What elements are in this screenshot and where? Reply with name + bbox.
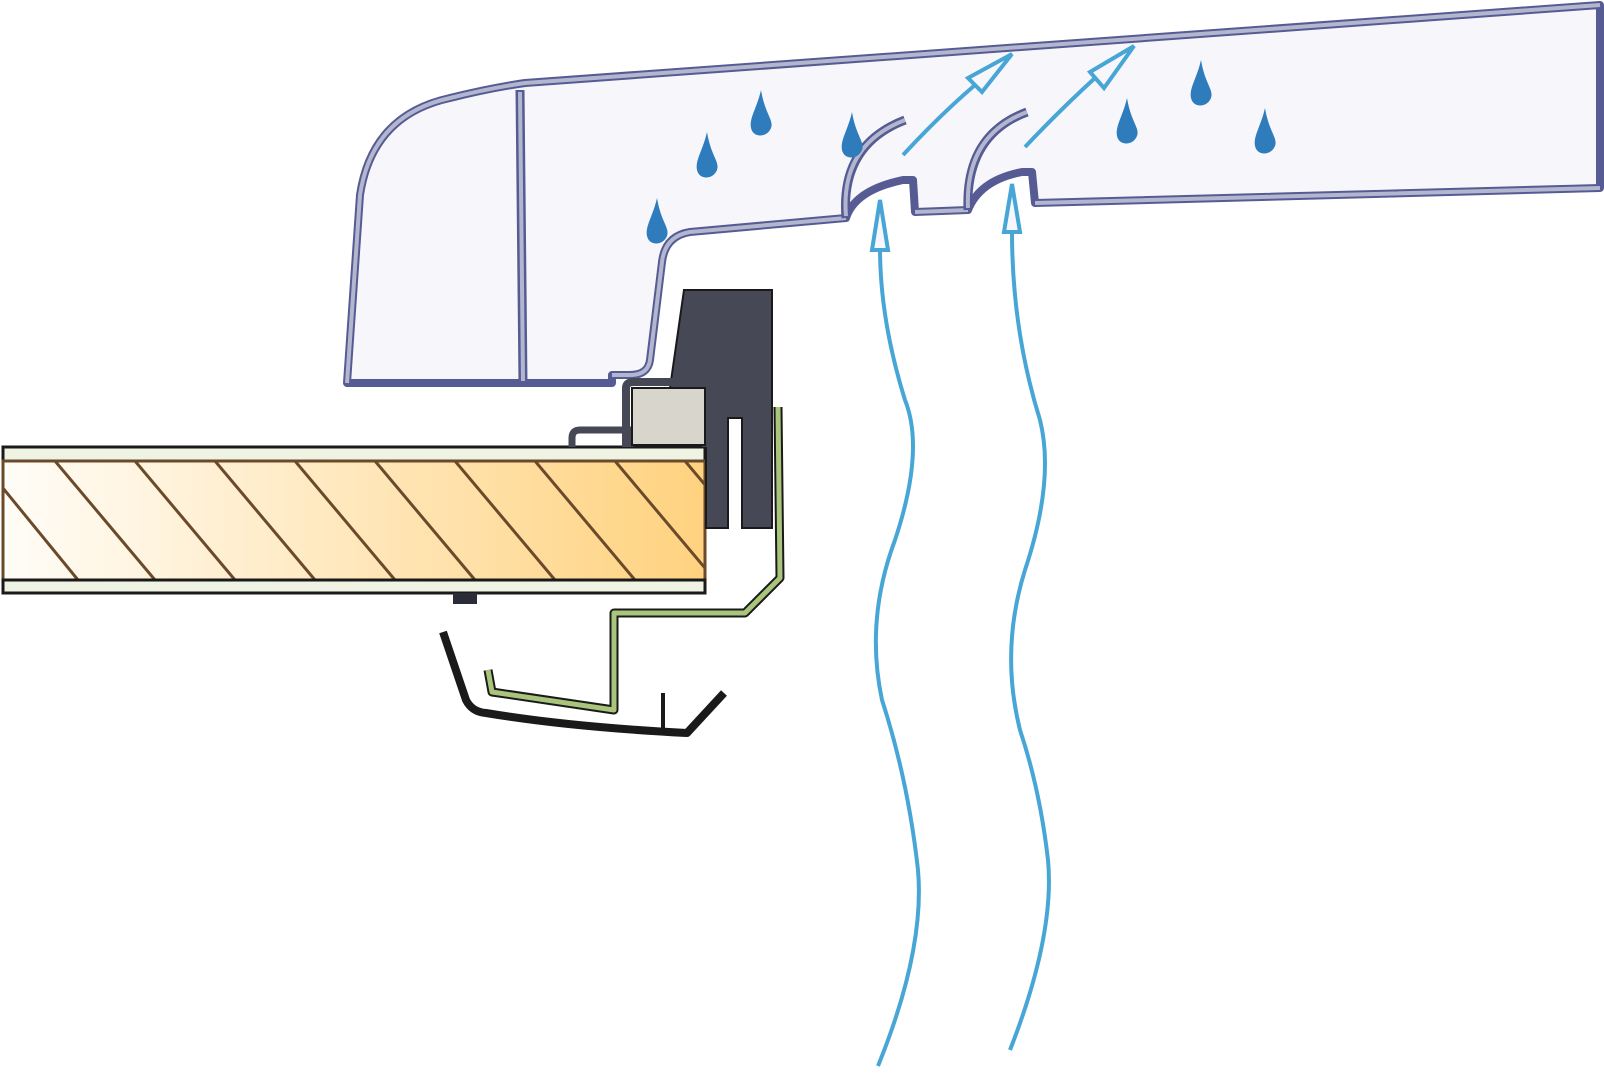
cover-divider-inner bbox=[518, 91, 525, 382]
vent-hook-1-inner bbox=[843, 118, 906, 217]
droplet-icon bbox=[696, 132, 718, 178]
exhaust-line-1 bbox=[901, 83, 977, 157]
board-top-strip bbox=[1, 445, 707, 463]
droplet-icon bbox=[750, 90, 772, 136]
droplet-icon bbox=[1116, 98, 1138, 144]
board-bottom-strip bbox=[1, 578, 707, 595]
arrow-head-icon bbox=[1001, 183, 1023, 234]
wood-board bbox=[1, 445, 707, 604]
airflow bbox=[869, 44, 1136, 1067]
clip-frame bbox=[622, 378, 710, 447]
airflow-line-2 bbox=[1008, 231, 1051, 1051]
exhaust-line-2 bbox=[1023, 76, 1097, 149]
arrow-head-icon bbox=[964, 52, 1014, 96]
arrow-head-icon bbox=[1086, 44, 1136, 92]
droplets bbox=[646, 60, 1276, 244]
roof-cover bbox=[343, 1, 1604, 387]
airflow-line-1 bbox=[873, 247, 921, 1067]
cover-body-inner bbox=[345, 3, 1601, 384]
droplet-icon bbox=[1254, 108, 1276, 154]
vent-hook-2-inner bbox=[965, 110, 1028, 209]
clip-tab bbox=[568, 426, 634, 447]
gutter bbox=[439, 630, 727, 737]
mounting-clip bbox=[568, 289, 773, 529]
board-core bbox=[1, 459, 707, 582]
droplet-icon bbox=[646, 198, 668, 244]
spacer-block bbox=[631, 387, 706, 446]
droplet-icon bbox=[1190, 60, 1212, 106]
arrow-head-icon bbox=[869, 199, 891, 252]
membrane-line-inner bbox=[485, 406, 783, 713]
droplet-icon bbox=[841, 112, 863, 158]
board-fixing bbox=[453, 593, 477, 604]
